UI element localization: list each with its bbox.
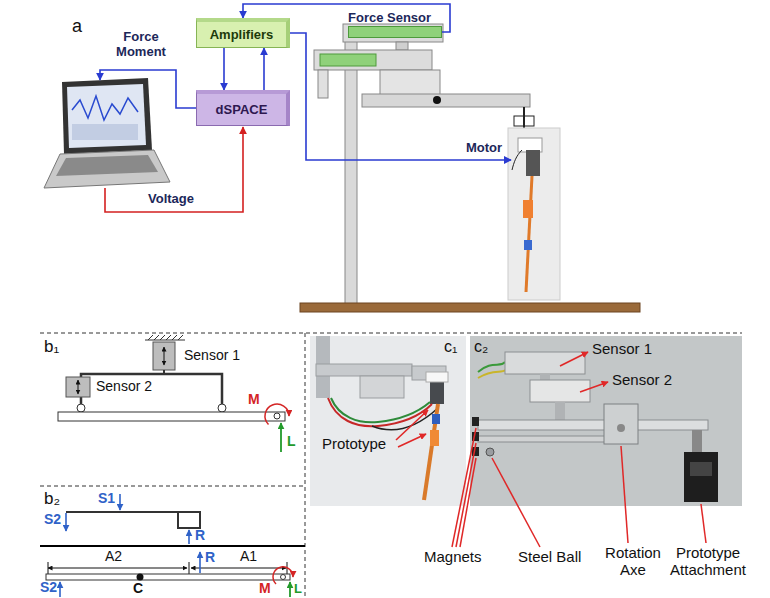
photo-c2 [470,336,742,506]
label-slot: Sensor 1 [184,348,240,364]
label-slot: a [72,16,82,36]
figure-label: b₂ [44,489,60,508]
signal-connector [223,48,225,90]
figure-label: c₂ [474,338,488,356]
figure-label: Sensor 2 [96,379,152,395]
figure-label: Force Moment [108,30,174,59]
figure-label: A2 [105,549,122,565]
test-stand [300,24,640,312]
figure-label: A1 [240,549,257,565]
signal-connector [263,48,265,90]
label-slot: M [259,581,271,597]
force-sensor: Force Sensor [348,10,442,38]
figure-label: L [287,434,296,450]
label-slot: L [287,434,296,450]
label-slot: A1 [240,549,257,565]
label-slot: Prototype [322,436,386,453]
node-label: dSPACE [216,102,268,118]
label-slot: b₂ [44,489,60,508]
label-slot: S2 [40,580,57,596]
label-slot: Motor [466,141,502,156]
figure-label: Motor [466,141,502,156]
figure-label: Prototype Attachment [664,545,752,579]
figure-label: Sensor 1 [592,341,652,358]
label-slot: Sensor 2 [96,379,152,395]
figure-label: S2 [44,512,61,528]
free-body-diagram [46,494,293,597]
sensor-schematic [58,335,289,452]
label-slot: S1 [98,491,115,507]
label-slot: Prototype Attachment [664,545,752,579]
label-slot: Force Moment [108,30,174,59]
figure-label: S2 [40,580,57,596]
amplifier-box: Amplifiers [196,18,290,48]
node-label: Amplifiers [210,27,274,43]
label-slot: b₁ [44,337,59,356]
figure-label: R [205,550,215,566]
motor-prototype [508,128,560,300]
label-slot: S2 [44,512,61,528]
label-slot: Sensor 2 [612,372,672,389]
node-label: Force Sensor [348,10,442,26]
label-slot: Magnets [424,549,482,566]
label-slot: A2 [105,549,122,565]
label-slot: c₂ [474,338,488,356]
figure-label: Sensor 1 [184,348,240,364]
leader-lines [452,428,706,547]
label-slot: Sensor 1 [592,341,652,358]
figure-label: Voltage [148,192,194,207]
figure-label: L [294,582,302,597]
figure-label: M [248,392,260,408]
label-slot: R [205,550,215,566]
figure-label: Sensor 2 [612,372,672,389]
panel-dividers [40,333,742,598]
signal-wires [100,33,511,212]
figure-label: a [72,16,82,36]
label-slot: Voltage [148,192,194,207]
figure-label: M [259,581,271,597]
figure-label: c₁ [444,338,457,356]
figure-label: C [133,581,143,597]
label-slot: C [133,581,143,597]
figure-label: S1 [98,491,115,507]
figure-label: Prototype [322,436,386,453]
label-slot: M [248,392,260,408]
figure-label: b₁ [44,337,59,356]
label-slot: R [195,528,205,544]
dspace-box: dSPACE [196,90,290,126]
figure-label: Magnets [424,549,482,566]
photo-c1 [310,336,466,506]
figure-label: Steel Ball [518,549,581,566]
figure-label: Rotation Axe [600,545,666,579]
sensor-bar [348,26,442,38]
label-slot: Steel Ball [518,549,581,566]
label-slot: Rotation Axe [600,545,666,579]
figure-label: R [195,528,205,544]
label-slot: L [294,582,302,597]
laptop [44,78,170,188]
label-slot: c₁ [444,338,457,356]
